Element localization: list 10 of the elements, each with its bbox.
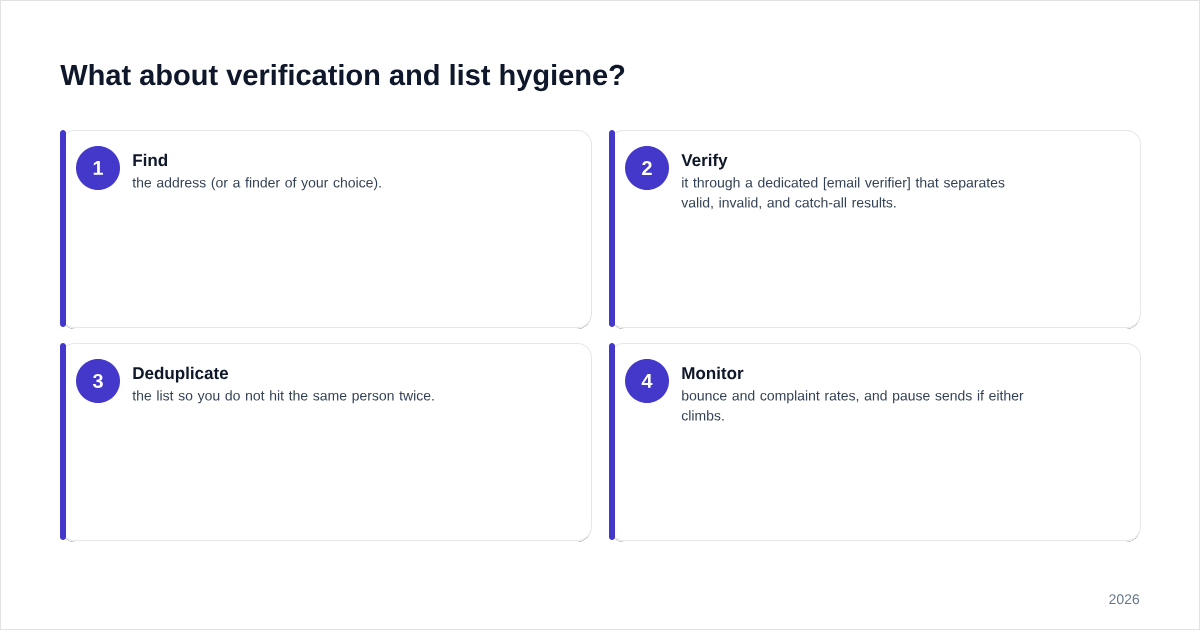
step-description: it through a dedicated [email verifier] that separates valid, invalid, and catch-all results. [681,177,1005,210]
step-title: Find [133,153,168,167]
step-title: Monitor [682,366,744,380]
year-label: 2026 [1109,594,1140,605]
step-description: the address (or a finder of your choice). [132,177,381,191]
heading: What about verification and list hygiene? [60,64,625,92]
step-title: Deduplicate [133,366,229,383]
step-description: bounce and complaint rates, and pause sends if either climbs. [681,390,1024,421]
step-title: Verify [681,153,728,170]
step-description: the list so you do not hit the same person twice. [132,390,434,404]
